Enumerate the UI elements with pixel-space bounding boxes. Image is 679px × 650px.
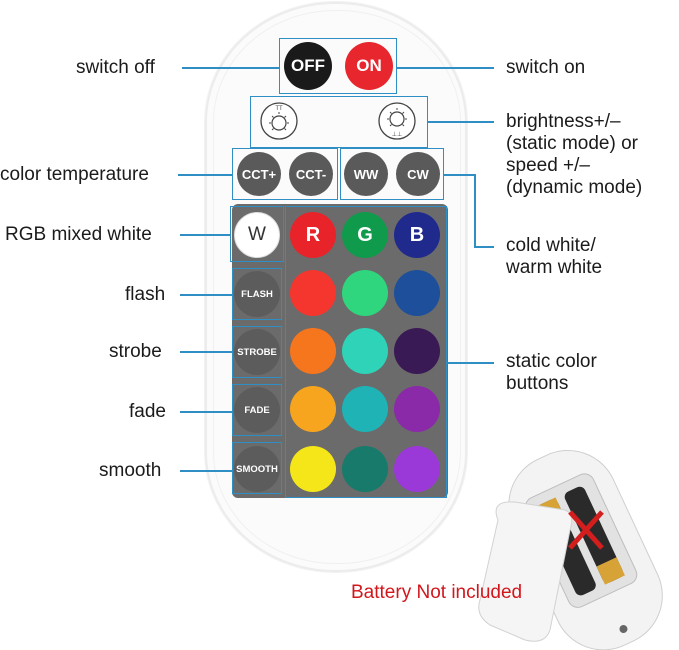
switch-on-line [396,67,494,69]
green-button[interactable]: G [342,212,388,258]
strobe-button[interactable]: STROBE [234,329,280,375]
fade-frame [232,384,282,436]
battery-note: Battery Not included [351,582,523,603]
flash-line [180,294,233,296]
color-button-r4-c2[interactable] [394,446,440,492]
rgb-white-line [180,234,231,236]
color-button-r2-c0[interactable] [290,328,336,374]
flash-label: flash [125,284,166,305]
color-button-r1-c1[interactable] [342,270,388,316]
svg-text:TT: TT [275,106,283,112]
off-button[interactable]: OFF [284,42,332,90]
red-button[interactable]: R [290,212,336,258]
brightness-line [428,121,494,123]
flash-button[interactable]: FLASH [234,271,280,317]
remote-inner-edge [213,10,461,564]
fade-line [180,411,233,413]
cold-warm-line-h1 [444,174,474,176]
switch-off-line [182,67,280,69]
on-button[interactable]: ON [345,42,393,90]
strobe-line [180,351,233,353]
color-button-r2-c2[interactable] [394,328,440,374]
color-button-r4-c0[interactable] [290,446,336,492]
smooth-label: smooth [99,460,162,481]
cold-warm-line-v [474,174,476,246]
power-buttons-frame [279,38,397,94]
static-color-line [447,362,494,364]
fade-button[interactable]: FADE [234,387,280,433]
fade-label: fade [129,401,166,422]
color-button-r1-c0[interactable] [290,270,336,316]
static-color-frame [285,206,447,498]
color-temperature-label: color temperature [0,164,149,185]
ww-button[interactable]: WW [344,152,388,196]
brightness-buttons-frame [250,96,428,148]
cold-warm-line-h2 [474,246,494,248]
strobe-label: strobe [109,341,162,362]
cold-warm-white-label: cold white/ warm white [506,235,603,278]
smooth-frame [232,442,282,494]
color-button-r3-c0[interactable] [290,386,336,432]
color-button-r3-c1[interactable] [342,386,388,432]
switch-on-label: switch on [506,57,586,78]
brightness-label: brightness+/– (static mode) or speed +/–… [506,111,643,198]
color-button-r3-c2[interactable] [394,386,440,432]
switch-off-label: switch off [76,57,155,78]
brightness-up-icon[interactable]: TT [259,101,299,141]
white-button-frame [230,206,284,262]
brightness-down-icon[interactable]: ⊥⊥ [377,101,417,141]
cct-plus-button[interactable]: CCT+ [237,152,281,196]
color-button-r4-c1[interactable] [342,446,388,492]
cct-minus-button[interactable]: CCT- [289,152,333,196]
smooth-button[interactable]: SMOOTH [234,446,280,492]
static-color-label: static color buttons [506,351,597,394]
color-button-r1-c2[interactable] [394,270,440,316]
white-temp-buttons-frame [340,148,444,200]
smooth-line [180,470,233,472]
battery-compartment-image [478,449,663,650]
color-temp-line [178,174,233,176]
svg-text:⊥⊥: ⊥⊥ [392,131,402,138]
color-button-r2-c1[interactable] [342,328,388,374]
white-button[interactable]: W [234,212,280,258]
cw-button[interactable]: CW [396,152,440,196]
rgb-mixed-white-label: RGB mixed white [5,224,152,245]
blue-button[interactable]: B [394,212,440,258]
